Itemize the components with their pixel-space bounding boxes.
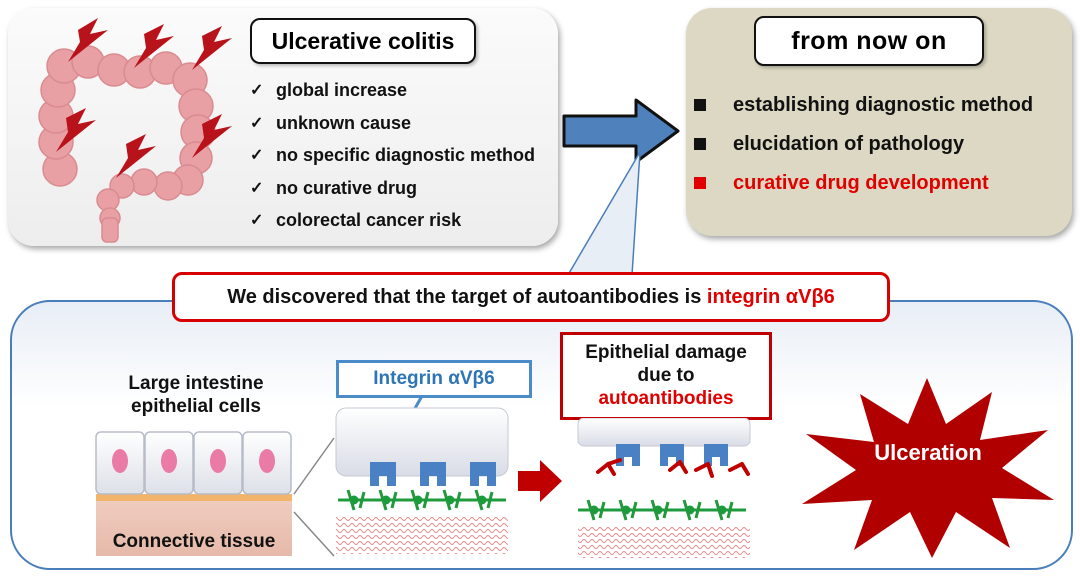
lightning-bolt-icon xyxy=(56,18,232,178)
from-now-on-title: from now on xyxy=(754,16,984,66)
arrow-right-icon xyxy=(518,460,562,502)
list-item: ✓unknown cause xyxy=(250,112,412,133)
damaged-epithelium-diagram xyxy=(577,418,751,558)
healthy-integrin-diagram xyxy=(335,396,509,554)
epithelial-cells-label: Large intestine epithelial cells xyxy=(128,373,264,417)
list-item: ✓no curative drug xyxy=(250,177,418,198)
integrin-icon xyxy=(370,462,496,486)
check-icon: ✓ xyxy=(250,212,264,229)
colon-icon xyxy=(38,18,232,243)
ulceration-burst-icon xyxy=(802,378,1054,558)
bullet-square-icon xyxy=(694,138,706,150)
discovery-statement: We discovered that the target of autoant… xyxy=(172,272,890,322)
list-item: ✓colorectal cancer risk xyxy=(250,210,462,230)
epithelial-damage-box: Epithelial damage due to autoantibodies xyxy=(560,332,772,420)
uc-characteristics-list: ✓global increase ✓unknown cause ✓no spec… xyxy=(250,80,535,243)
check-icon: ✓ xyxy=(250,82,264,99)
bullet-square-icon xyxy=(694,99,706,111)
check-icon: ✓ xyxy=(250,114,264,132)
callout-pointer xyxy=(566,151,641,276)
connective-tissue-label: Connective tissue xyxy=(112,531,276,552)
matrix-fibers xyxy=(338,489,506,511)
list-item: elucidation of pathology xyxy=(694,133,1033,172)
list-item: establishing diagnostic method xyxy=(694,94,1033,133)
future-goals-list: establishing diagnostic method elucidati… xyxy=(694,94,1033,211)
antibody-icon xyxy=(596,458,750,478)
epithelium-diagram xyxy=(95,431,335,557)
matrix-fibers xyxy=(578,499,746,521)
list-item: curative drug development xyxy=(694,172,1033,211)
check-icon: ✓ xyxy=(250,147,264,164)
check-icon: ✓ xyxy=(250,179,264,197)
list-item: ✓no specific diagnostic method xyxy=(250,145,536,165)
ulcerative-colitis-title: Ulcerative colitis xyxy=(250,18,476,64)
ulceration-label: Ulceration xyxy=(874,440,982,465)
integrin-icon xyxy=(616,444,728,466)
bullet-square-icon xyxy=(694,177,706,189)
arrow-right-icon xyxy=(562,98,680,164)
list-item: ✓global increase xyxy=(250,80,408,100)
integrin-label-box: Integrin αVβ6 xyxy=(336,360,532,398)
